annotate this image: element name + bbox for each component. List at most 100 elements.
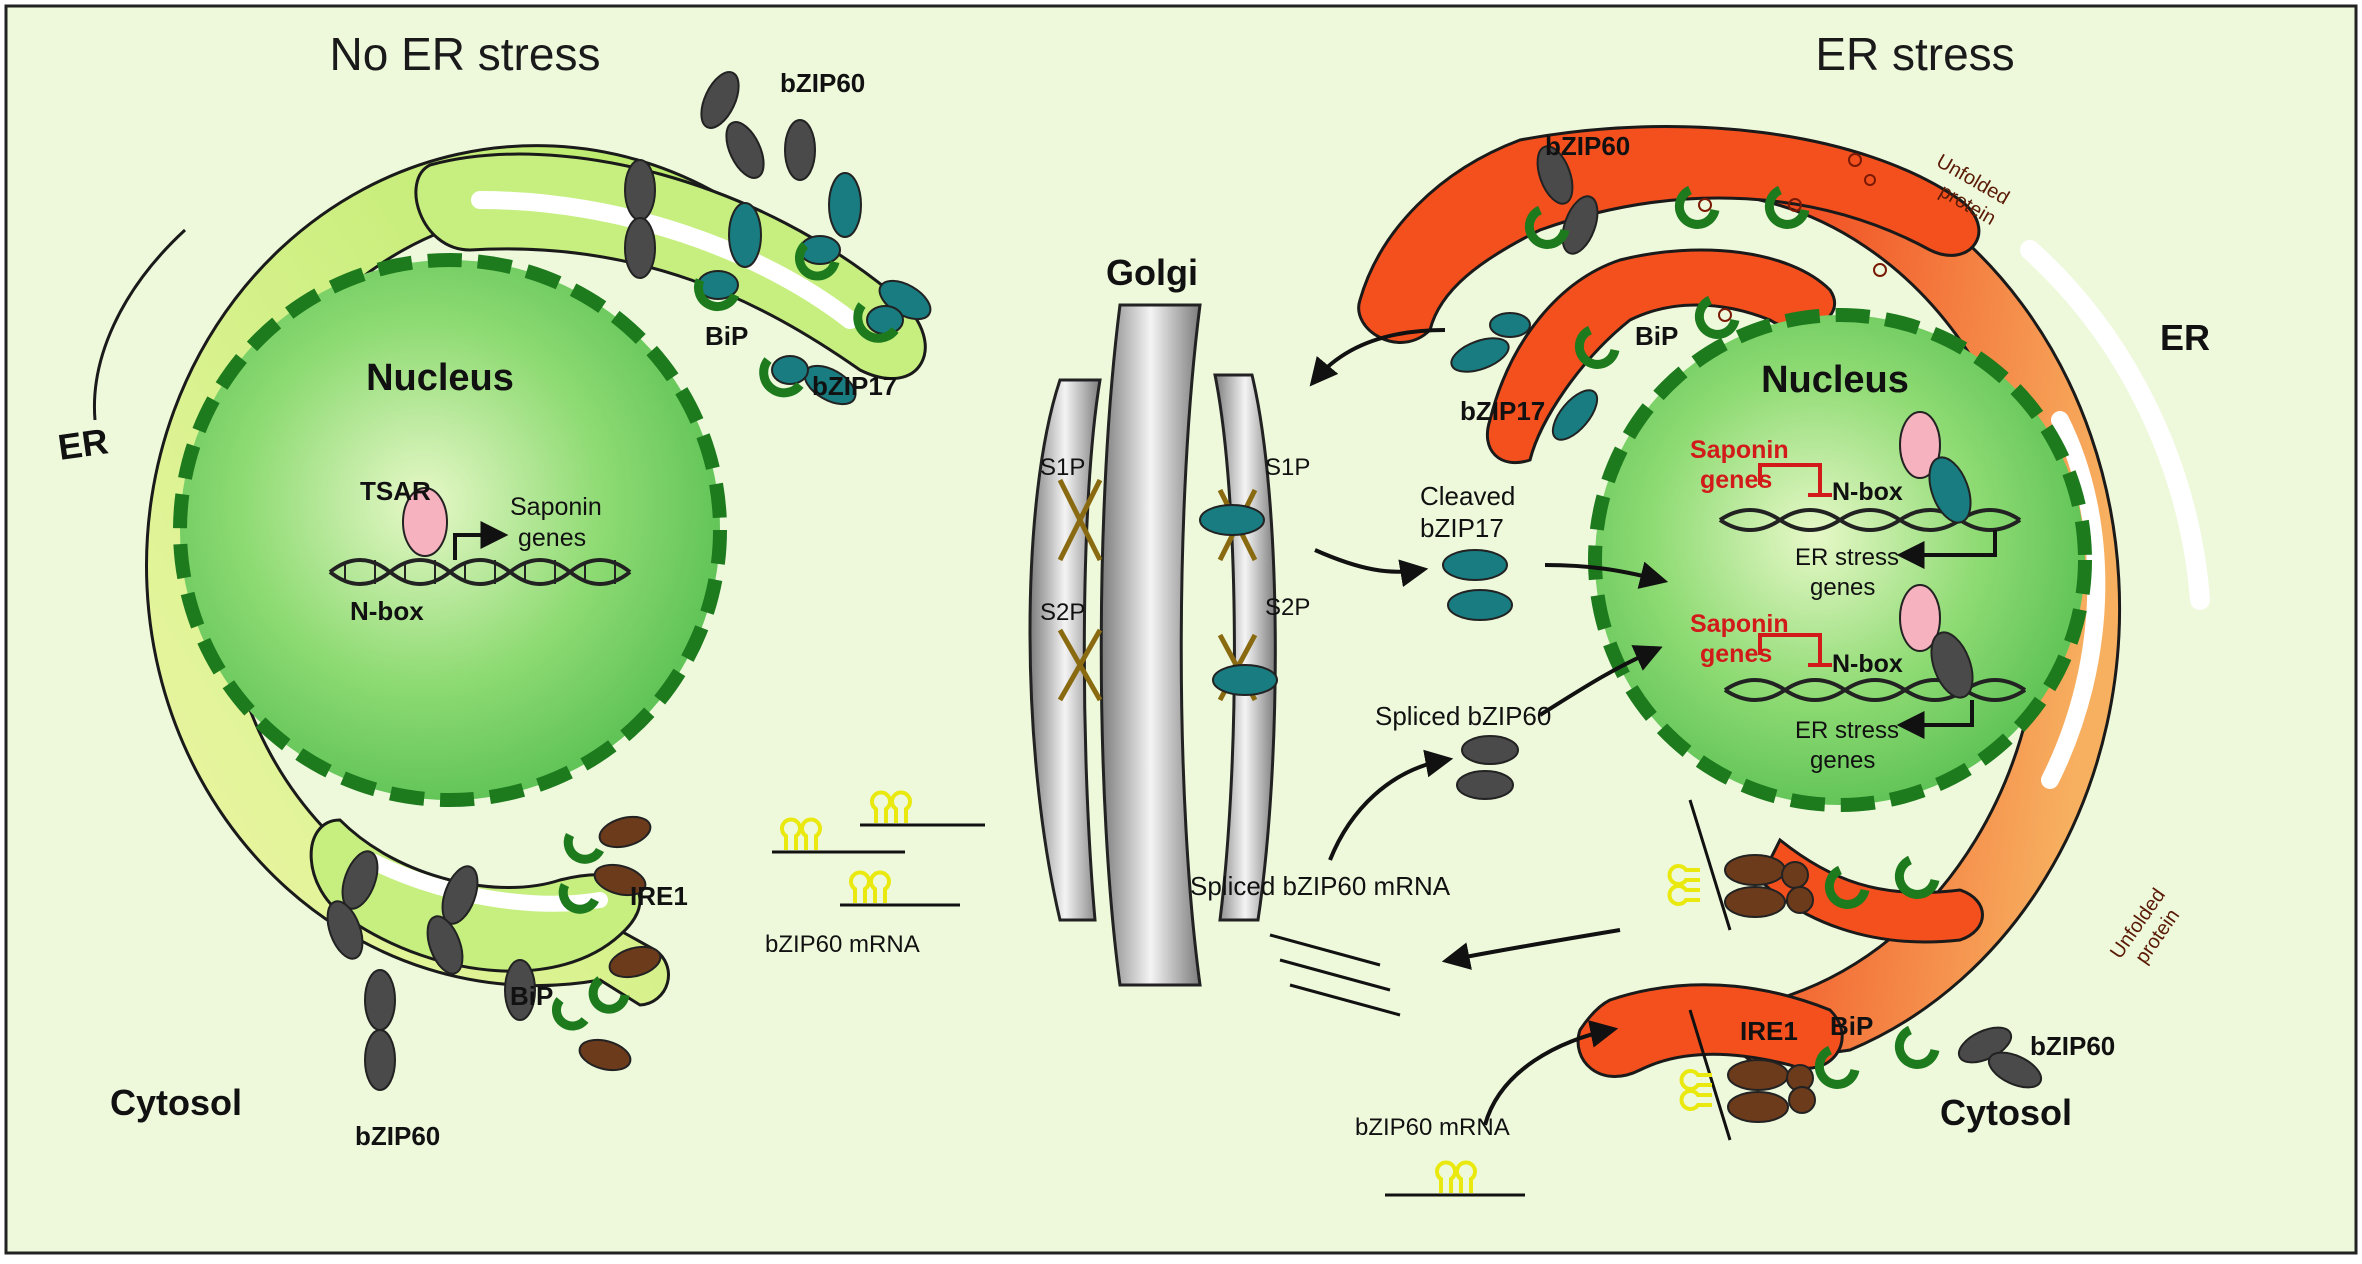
right-saponin-label-2a: Saponin [1690, 610, 1789, 638]
mrna-loop-icon [1435, 1160, 1477, 1193]
left-bip-bottom-label: BiP [510, 981, 553, 1011]
bip-protein [1764, 185, 1810, 229]
s1p-right-label: S1P [1265, 454, 1310, 481]
arrow-to-golgi [1309, 328, 1446, 387]
title-er-stress: ER stress [1815, 28, 2014, 80]
spliced-mrna-label: Spliced bZIP60 mRNA [1190, 871, 1451, 901]
bzip17-protein [794, 172, 862, 281]
s1p-left-label: S1P [1040, 454, 1085, 481]
bzip60-protein [504, 959, 536, 1021]
right-nucleus-label: Nucleus [1761, 359, 1909, 401]
golgi [1028, 303, 1278, 987]
bzip17-protein [1450, 312, 1531, 373]
right-top-proteins [1450, 145, 1887, 441]
right-er-stress-label-1b: genes [1810, 574, 1875, 601]
bip-protein [1824, 865, 1870, 909]
bzip60-protein [1930, 631, 1974, 699]
right-cytosol-label: Cytosol [1940, 1092, 2072, 1133]
bzip17-protein [853, 279, 932, 343]
mrna-loop-icon [870, 790, 912, 823]
cleaved-bzip17 [1442, 549, 1513, 621]
right-saponin-label-1a: Saponin [1690, 436, 1789, 464]
s2p-left-label: S2P [1040, 599, 1085, 626]
left-saponin-label-2: genes [518, 524, 586, 552]
tsar-protein [1899, 411, 1941, 479]
left-nucleus [173, 253, 727, 807]
right-bzip60-top-label: bZIP60 [1545, 131, 1630, 161]
right-bottom-proteins [1667, 799, 2043, 1141]
cleaved-label-2: bZIP17 [1420, 513, 1504, 543]
right-bzip17-label: bZIP17 [1460, 396, 1545, 426]
arrow-mrna-to-ire1 [1483, 1020, 1619, 1126]
bip-protein [1894, 855, 1940, 899]
mrna-loop-icon [1679, 1069, 1712, 1111]
right-er-stress-label-1a: ER stress [1795, 544, 1899, 571]
ire1-protein [1724, 854, 1786, 886]
pathway-arrows [1309, 328, 1669, 1126]
right-saponin-label-1b: genes [1700, 466, 1772, 494]
right-er-label: ER [2160, 317, 2210, 358]
bip-protein [1894, 1025, 1940, 1069]
right-activation-arrow-upper [1896, 530, 1997, 569]
bzip17-protein [693, 202, 762, 312]
bzip60-protein [784, 119, 816, 181]
right-ire1-label: IRE1 [1740, 1016, 1798, 1046]
left-nucleus-label: Nucleus [366, 357, 514, 399]
left-bip-top-label: BiP [705, 321, 748, 351]
bip-protein [1574, 325, 1620, 369]
tsar-protein [1899, 584, 1941, 652]
arrow-spliced-to-nucleus [1538, 645, 1663, 717]
spliced-mrna [1269, 933, 1401, 1017]
right-er-stress-label-2a: ER stress [1795, 717, 1899, 744]
arrow-mrna-to-protein [1328, 749, 1454, 861]
bip-protein [1694, 295, 1740, 339]
scissors-icon [1057, 478, 1103, 562]
right-mrna-label: bZIP60 mRNA [1355, 1114, 1510, 1141]
s2p-right-label: S2P [1265, 594, 1310, 621]
arrow-ire1-to-spliced-mrna [1441, 928, 1621, 970]
left-bottom-proteins [326, 815, 662, 1091]
right-nbox-label-1: N-box [1832, 478, 1903, 506]
mrna-loop-icon [1667, 864, 1700, 906]
left-cytosol-label: Cytosol [110, 1082, 242, 1123]
right-bip-bottom-label: BiP [1830, 1011, 1873, 1041]
left-saponin-label-1: Saponin [510, 493, 602, 521]
right-activation-arrow-lower [1896, 700, 1974, 739]
right-mrna [1385, 1160, 1525, 1197]
bzip60-protein [1957, 1026, 2043, 1089]
mrna-loop-icon [849, 870, 891, 903]
bzip17-protein [1928, 456, 1972, 524]
spliced-bzip60 [1456, 735, 1519, 800]
tsar-protein [402, 487, 448, 557]
bzip17-protein [1199, 504, 1265, 536]
right-dna-lower [1723, 584, 2027, 739]
left-er-label: ER [55, 420, 110, 468]
right-nbox-label-2: N-box [1832, 650, 1903, 678]
ire1-protein [1727, 1059, 1789, 1091]
right-er [1357, 125, 2210, 1078]
right-bip-top-label: BiP [1635, 321, 1678, 351]
bzip60-protein [426, 865, 479, 975]
tsar-label: TSAR [360, 476, 431, 506]
ire1-protein [1724, 886, 1786, 918]
bip-protein [1814, 1045, 1860, 1089]
cleaved-label-1: Cleaved [1420, 481, 1515, 511]
left-mrna-label: bZIP60 mRNA [765, 931, 920, 958]
unfolded-protein-icon [1698, 153, 1887, 322]
bip-protein [1524, 205, 1570, 249]
ire1-protein [552, 945, 662, 1072]
golgi-label: Golgi [1106, 252, 1198, 293]
left-activation-arrow [453, 521, 509, 560]
ire1-protein [558, 815, 652, 914]
right-bzip60-bottom-label: bZIP60 [2030, 1031, 2115, 1061]
left-ire1-label: IRE1 [630, 881, 688, 911]
bzip60-protein [624, 159, 656, 279]
title-no-er-stress: No ER stress [330, 28, 601, 80]
left-dna [328, 487, 632, 586]
repression-bar-icon [1758, 633, 1822, 665]
ire1-protein [1727, 1091, 1789, 1123]
left-nbox-label: N-box [350, 596, 424, 626]
right-er-stress-label-2b: genes [1810, 747, 1875, 774]
arrow-cleaved-to-nucleus [1544, 561, 1669, 589]
